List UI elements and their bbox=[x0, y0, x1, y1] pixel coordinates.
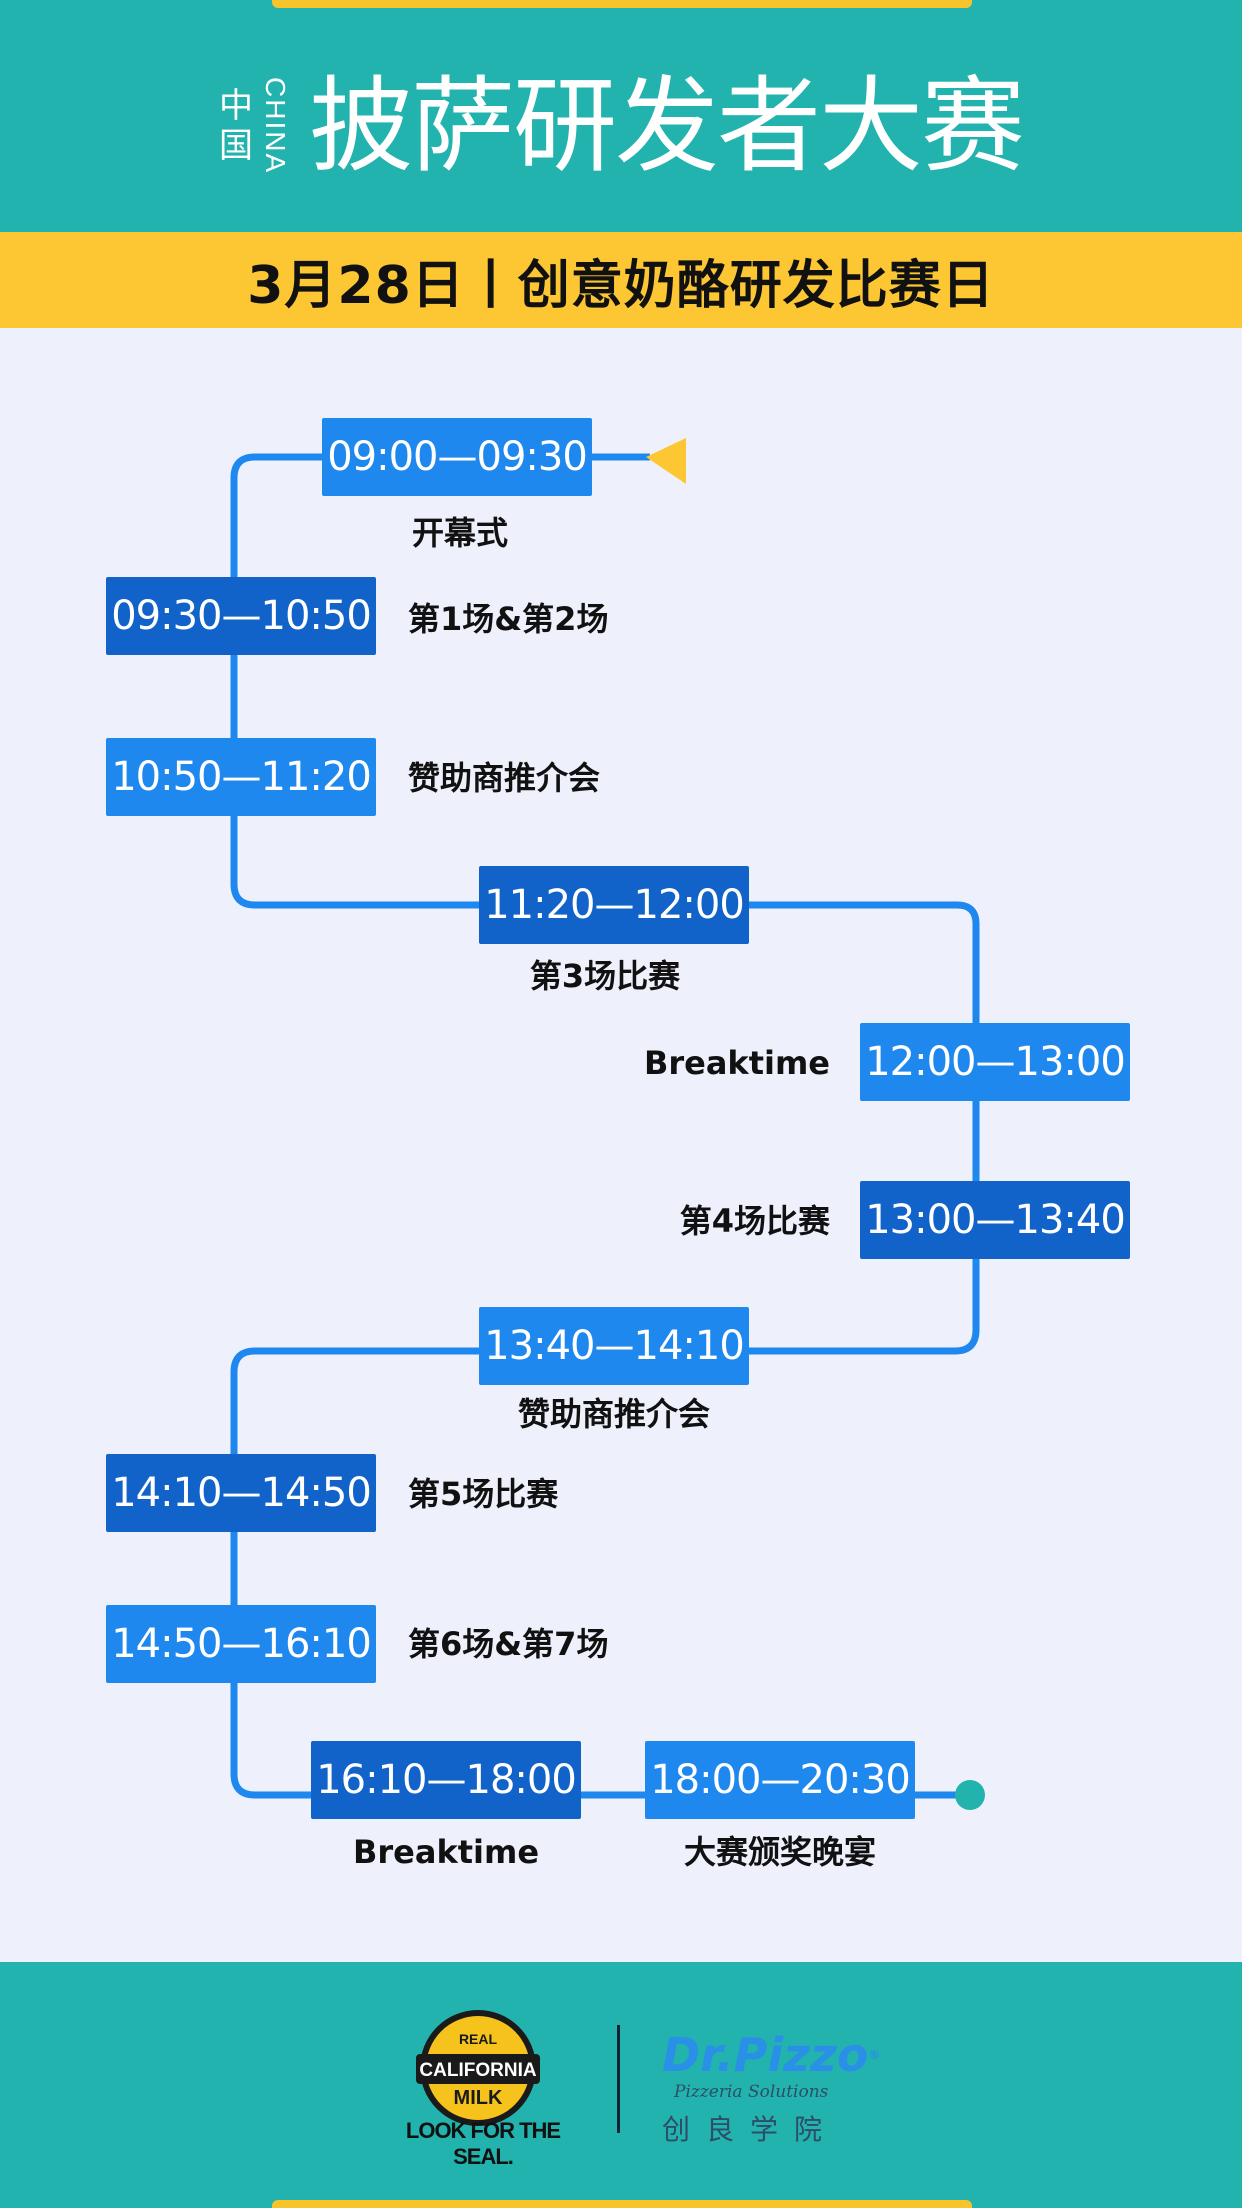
header-band bbox=[0, 0, 1242, 232]
label-sponsor-1: 赞助商推介会 bbox=[408, 759, 601, 797]
drpizzo-logo: Dr.Pizzo® Pizzeria Solutions 创良学院 bbox=[662, 2030, 880, 2148]
title-cn-char-2: 国 bbox=[218, 126, 253, 166]
drpizzo-name: Dr.Pizzo® bbox=[662, 2030, 880, 2080]
date-line: 3月28日丨创意奶酪研发比赛日 bbox=[247, 255, 995, 316]
time-box-1410: 14:10—14:50 bbox=[106, 1454, 376, 1532]
time-box-0930: 09:30—10:50 bbox=[106, 577, 376, 655]
time-box-1050: 10:50—11:20 bbox=[106, 738, 376, 816]
footer-divider bbox=[617, 2025, 620, 2133]
time-box-1800: 18:00—20:30 bbox=[645, 1741, 915, 1819]
time-box-1340: 13:40—14:10 bbox=[479, 1307, 749, 1385]
cal-logo-middle-word: CALIFORNIA bbox=[419, 2060, 536, 2081]
title-cn-small: 中 国 bbox=[219, 86, 253, 166]
cal-logo-top-word: REAL bbox=[459, 2031, 498, 2047]
title-main: 披萨研发者大赛 bbox=[308, 65, 1025, 187]
end-dot-icon bbox=[955, 1780, 985, 1810]
label-sponsor-2: 赞助商推介会 bbox=[517, 1395, 711, 1433]
footer-band bbox=[0, 1962, 1242, 2208]
label-round-5: 第5场比赛 bbox=[408, 1475, 559, 1513]
drpizzo-name-text: Dr.Pizzo bbox=[662, 2028, 869, 2082]
time-box-1610: 16:10—18:00 bbox=[311, 1741, 581, 1819]
label-awards-banquet: 大赛颁奖晚宴 bbox=[683, 1833, 877, 1871]
time-box-1200: 12:00—13:00 bbox=[860, 1023, 1130, 1101]
header-accent-bar bbox=[272, 0, 972, 8]
time-box-1450: 14:50—16:10 bbox=[106, 1605, 376, 1683]
footer-accent-bar bbox=[272, 2200, 972, 2208]
california-milk-logo: REAL CALIFORNIA MILK bbox=[416, 2010, 540, 2126]
label-breaktime-2: Breaktime bbox=[352, 1833, 540, 1871]
drpizzo-cn-name: 创良学院 bbox=[662, 2113, 839, 2146]
time-box-0900: 09:00—09:30 bbox=[322, 418, 592, 496]
label-opening: 开幕式 bbox=[411, 514, 509, 552]
label-round-6-7: 第6场&第7场 bbox=[408, 1625, 609, 1663]
drpizzo-subtitle: Pizzeria Solutions bbox=[674, 2082, 829, 2102]
date-band: 3月28日丨创意奶酪研发比赛日 bbox=[0, 232, 1242, 328]
event-title: 中 国 CHINA 披萨研发者大赛 bbox=[0, 56, 1242, 196]
label-round-4: 第4场比赛 bbox=[679, 1202, 830, 1240]
drpizzo-reg-mark: ® bbox=[868, 2048, 881, 2062]
label-round-1-2: 第1场&第2场 bbox=[408, 600, 609, 638]
label-round-3: 第3场比赛 bbox=[529, 957, 681, 995]
time-box-1120: 11:20—12:00 bbox=[479, 866, 749, 944]
timeline-line bbox=[230, 453, 980, 1799]
cal-logo-bottom-word: MILK bbox=[454, 2087, 503, 2109]
title-en-small: CHINA bbox=[259, 77, 291, 175]
start-arrow-icon bbox=[646, 438, 686, 484]
label-breaktime-1: Breaktime bbox=[643, 1044, 830, 1082]
title-cn-char-1: 中 bbox=[218, 86, 253, 126]
time-box-1300: 13:00—13:40 bbox=[860, 1181, 1130, 1259]
cal-tagline: LOOK FOR THE SEAL. bbox=[405, 2118, 561, 2169]
